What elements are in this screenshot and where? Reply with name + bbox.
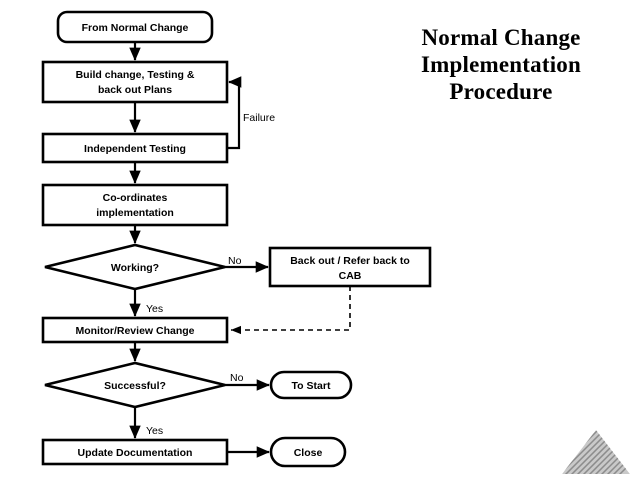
node-label-from-normal-change: From Normal Change [82,22,189,34]
edge-cab-to-monitor [230,286,351,335]
edge-label-working-yes: Yes [146,303,163,315]
node-from-normal-change[interactable]: From Normal Change [56,10,214,44]
node-independent-testing[interactable]: Independent Testing [41,132,229,164]
node-label-close: Close [294,447,323,459]
node-label-build-change-line1: Build change, Testing & [76,69,195,81]
edge-label-successful-yes: Yes [146,425,163,437]
node-label-co-ordinates-line2: implementation [96,207,174,219]
node-label-successful: Successful? [104,380,166,392]
node-co-ordinates[interactable]: Co-ordinates implementation [41,183,229,227]
node-label-update-documentation: Update Documentation [78,447,193,459]
node-label-back-out-cab-line1: Back out / Refer back to [290,255,410,267]
edge-label-working-no: No [228,255,242,267]
node-label-co-ordinates-line1: Co-ordinates [103,192,168,204]
page-title-line-2: Implementation [421,52,581,78]
node-label-independent-testing: Independent Testing [84,143,186,155]
node-label-back-out-cab-line2: CAB [339,270,362,282]
page-title-line-1: Normal Change [421,25,581,50]
page-title-line-3: Procedure [449,79,553,105]
node-label-monitor-review: Monitor/Review Change [75,325,194,337]
node-back-out-cab[interactable]: Back out / Refer back to CAB [268,246,432,288]
node-label-to-start: To Start [292,380,331,392]
node-successful-decision[interactable]: Successful? [44,361,226,409]
node-label-working: Working? [111,262,159,274]
node-build-change[interactable]: Build change, Testing & back out Plans [41,60,229,104]
node-to-start[interactable]: To Start [269,370,353,400]
edge-label-successful-no: No [230,372,244,384]
node-monitor-review[interactable]: Monitor/Review Change [41,316,229,344]
node-label-build-change-line2: back out Plans [98,84,172,96]
page-title: Normal Change Implementation Procedure [386,24,616,105]
pyramid-stripes [562,430,630,474]
pyramid-triangle-graphic [562,430,630,474]
edge-label-failure: Failure [243,112,275,124]
edge-testing-failure-to-build [227,76,242,150]
node-close[interactable]: Close [269,436,347,468]
node-update-documentation[interactable]: Update Documentation [41,438,229,466]
node-working-decision[interactable]: Working? [44,243,226,291]
